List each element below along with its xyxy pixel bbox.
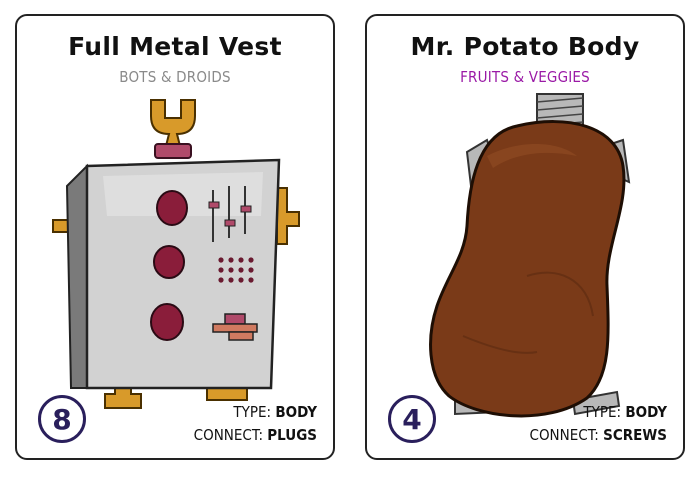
card-category: BOTS & DROIDS bbox=[119, 68, 231, 86]
type-label: TYPE: bbox=[233, 403, 272, 421]
connect-value: SCREWS bbox=[603, 426, 667, 444]
connect-line: CONNECT: PLUGS bbox=[194, 424, 317, 447]
card-title: Full Metal Vest bbox=[68, 32, 282, 61]
type-line: TYPE: BODY bbox=[530, 401, 667, 424]
card-stats: TYPE: BODY CONNECT: SCREWS bbox=[530, 401, 667, 447]
type-line: TYPE: BODY bbox=[194, 401, 317, 424]
type-value: BODY bbox=[625, 403, 667, 421]
card-stats: TYPE: BODY CONNECT: PLUGS bbox=[194, 401, 317, 447]
card-title: Mr. Potato Body bbox=[410, 32, 640, 61]
connect-label: CONNECT: bbox=[193, 426, 263, 444]
connect-label: CONNECT: bbox=[529, 426, 599, 444]
game-card[interactable]: Mr. Potato Body FRUITS & VEGGIES 4 TYPE:… bbox=[365, 14, 685, 460]
cost-badge: 8 bbox=[38, 395, 86, 443]
type-value: BODY bbox=[275, 403, 317, 421]
game-card[interactable]: Full Metal Vest BOTS & DROIDS bbox=[15, 14, 335, 460]
cost-badge: 4 bbox=[388, 395, 436, 443]
type-label: TYPE: bbox=[583, 403, 622, 421]
connect-value: PLUGS bbox=[267, 426, 317, 444]
card-category: FRUITS & VEGGIES bbox=[460, 68, 590, 86]
connect-line: CONNECT: SCREWS bbox=[530, 424, 667, 447]
